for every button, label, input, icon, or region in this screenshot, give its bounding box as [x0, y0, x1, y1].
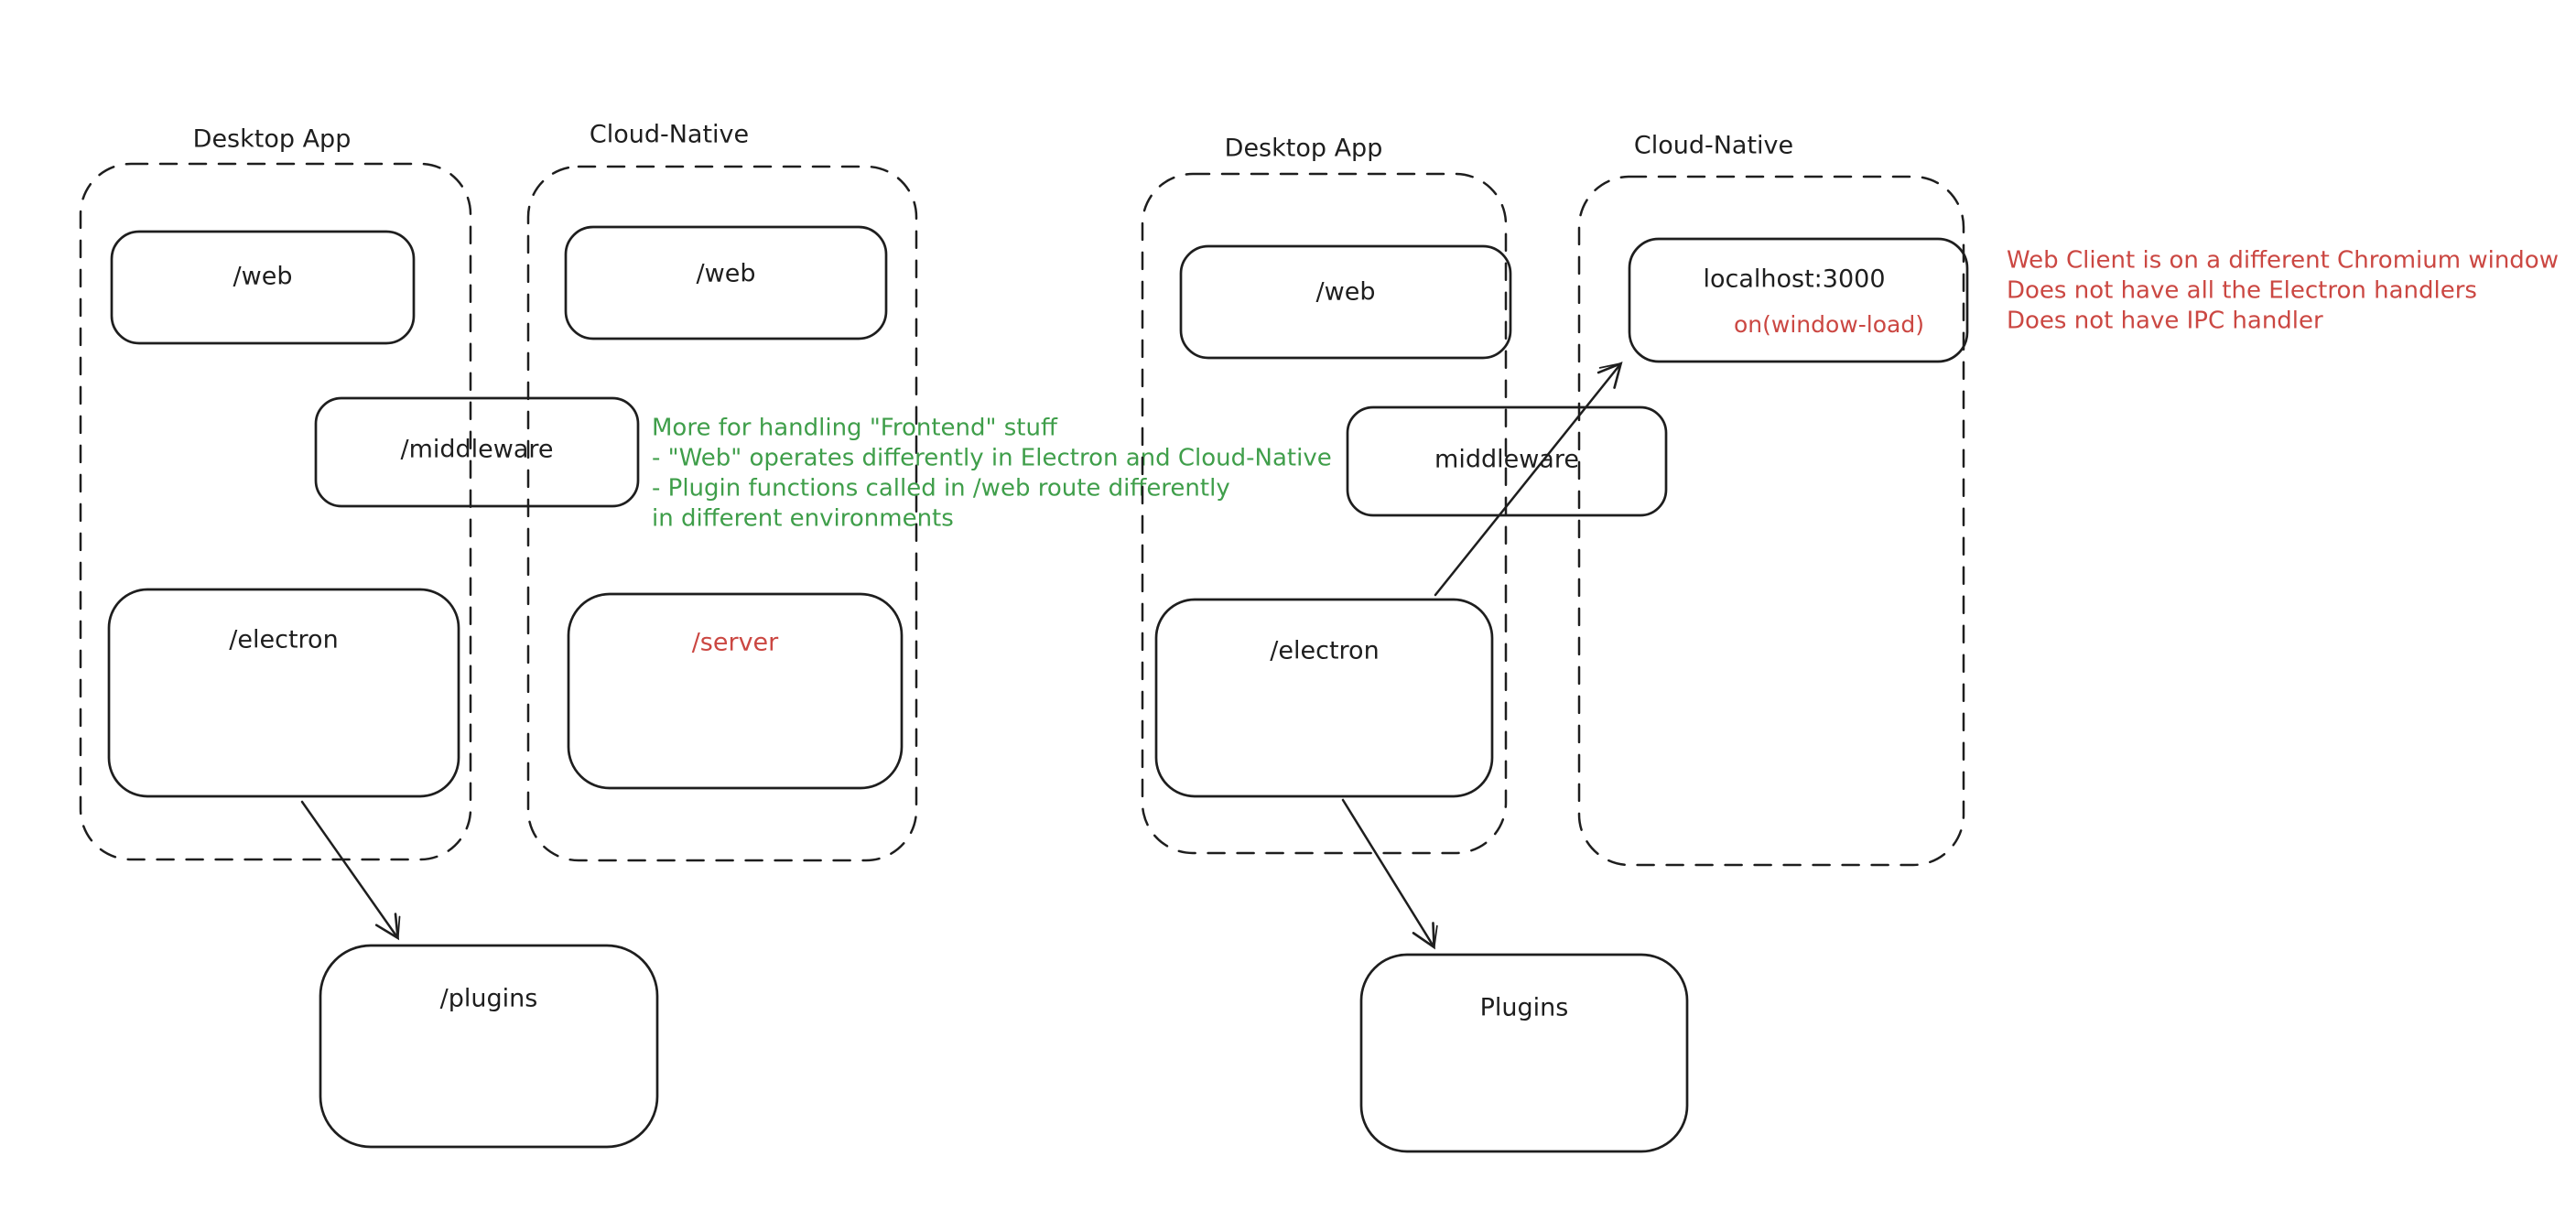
right-localhost-box: [1628, 237, 1969, 363]
left-electron-label: /electron: [229, 626, 338, 654]
right-middleware-box: [1346, 405, 1668, 517]
left-plugins-box: [319, 944, 659, 1149]
right-window-load-label: on(window-load): [1734, 311, 1924, 338]
left-desktop-group-label: Desktop App: [193, 125, 352, 154]
right-electron-label: /electron: [1270, 637, 1379, 665]
right-red-note: Web Client is on a different Chromium wi…: [2007, 247, 2559, 335]
left-green-note-line-4: in different environments: [652, 505, 954, 533]
right-desktop-group-label: Desktop App: [1225, 135, 1383, 163]
left-plugins-label: /plugins: [440, 985, 538, 1013]
left-desktop-web-label: /web: [233, 263, 293, 291]
right-cloud-group-label: Cloud-Native: [1634, 132, 1793, 160]
right-electron-to-plugins-arrow: [1341, 798, 1438, 950]
left-cloud-group-container: [526, 165, 918, 862]
right-cloud-group-container: [1577, 175, 1965, 867]
left-electron-box: [107, 588, 460, 798]
left-server-label: /server: [692, 629, 779, 657]
right-red-note-line-1: Web Client is on a different Chromium wi…: [2007, 247, 2559, 275]
left-desktop-group-container: [79, 162, 472, 861]
right-electron-to-localhost-arrow: [1434, 362, 1623, 597]
left-cloud-web-box: [564, 225, 888, 340]
left-green-note-line-2: - "Web" operates differently in Electron…: [652, 445, 1332, 472]
right-desktop-web-label: /web: [1316, 278, 1376, 307]
left-green-note-line-3: - Plugin functions called in /web route …: [652, 475, 1230, 503]
right-desktop-web-box: [1179, 244, 1512, 360]
right-desktop-group-container: [1141, 172, 1508, 855]
left-middleware-box: [314, 396, 640, 508]
right-red-note-line-2: Does not have all the Electron handlers: [2007, 277, 2477, 305]
left-green-note-line-1: More for handling "Frontend" stuff: [652, 415, 1058, 442]
left-electron-to-plugins-arrow: [300, 800, 401, 941]
left-cloud-web-label: /web: [697, 260, 756, 288]
right-middleware-label: middleware: [1434, 446, 1579, 474]
left-desktop-web-box: [110, 230, 416, 345]
left-middleware-label: /middleware: [400, 436, 553, 464]
left-cloud-group-label: Cloud-Native: [590, 121, 749, 149]
right-localhost-label: localhost:3000: [1703, 265, 1885, 294]
left-server-box: [567, 592, 904, 790]
right-plugins-label: Plugins: [1480, 994, 1569, 1022]
right-plugins-box: [1359, 953, 1689, 1153]
right-electron-box: [1154, 598, 1494, 798]
left-green-note: More for handling "Frontend" stuff - "We…: [652, 415, 1332, 533]
right-red-note-line-3: Does not have IPC handler: [2007, 308, 2323, 335]
